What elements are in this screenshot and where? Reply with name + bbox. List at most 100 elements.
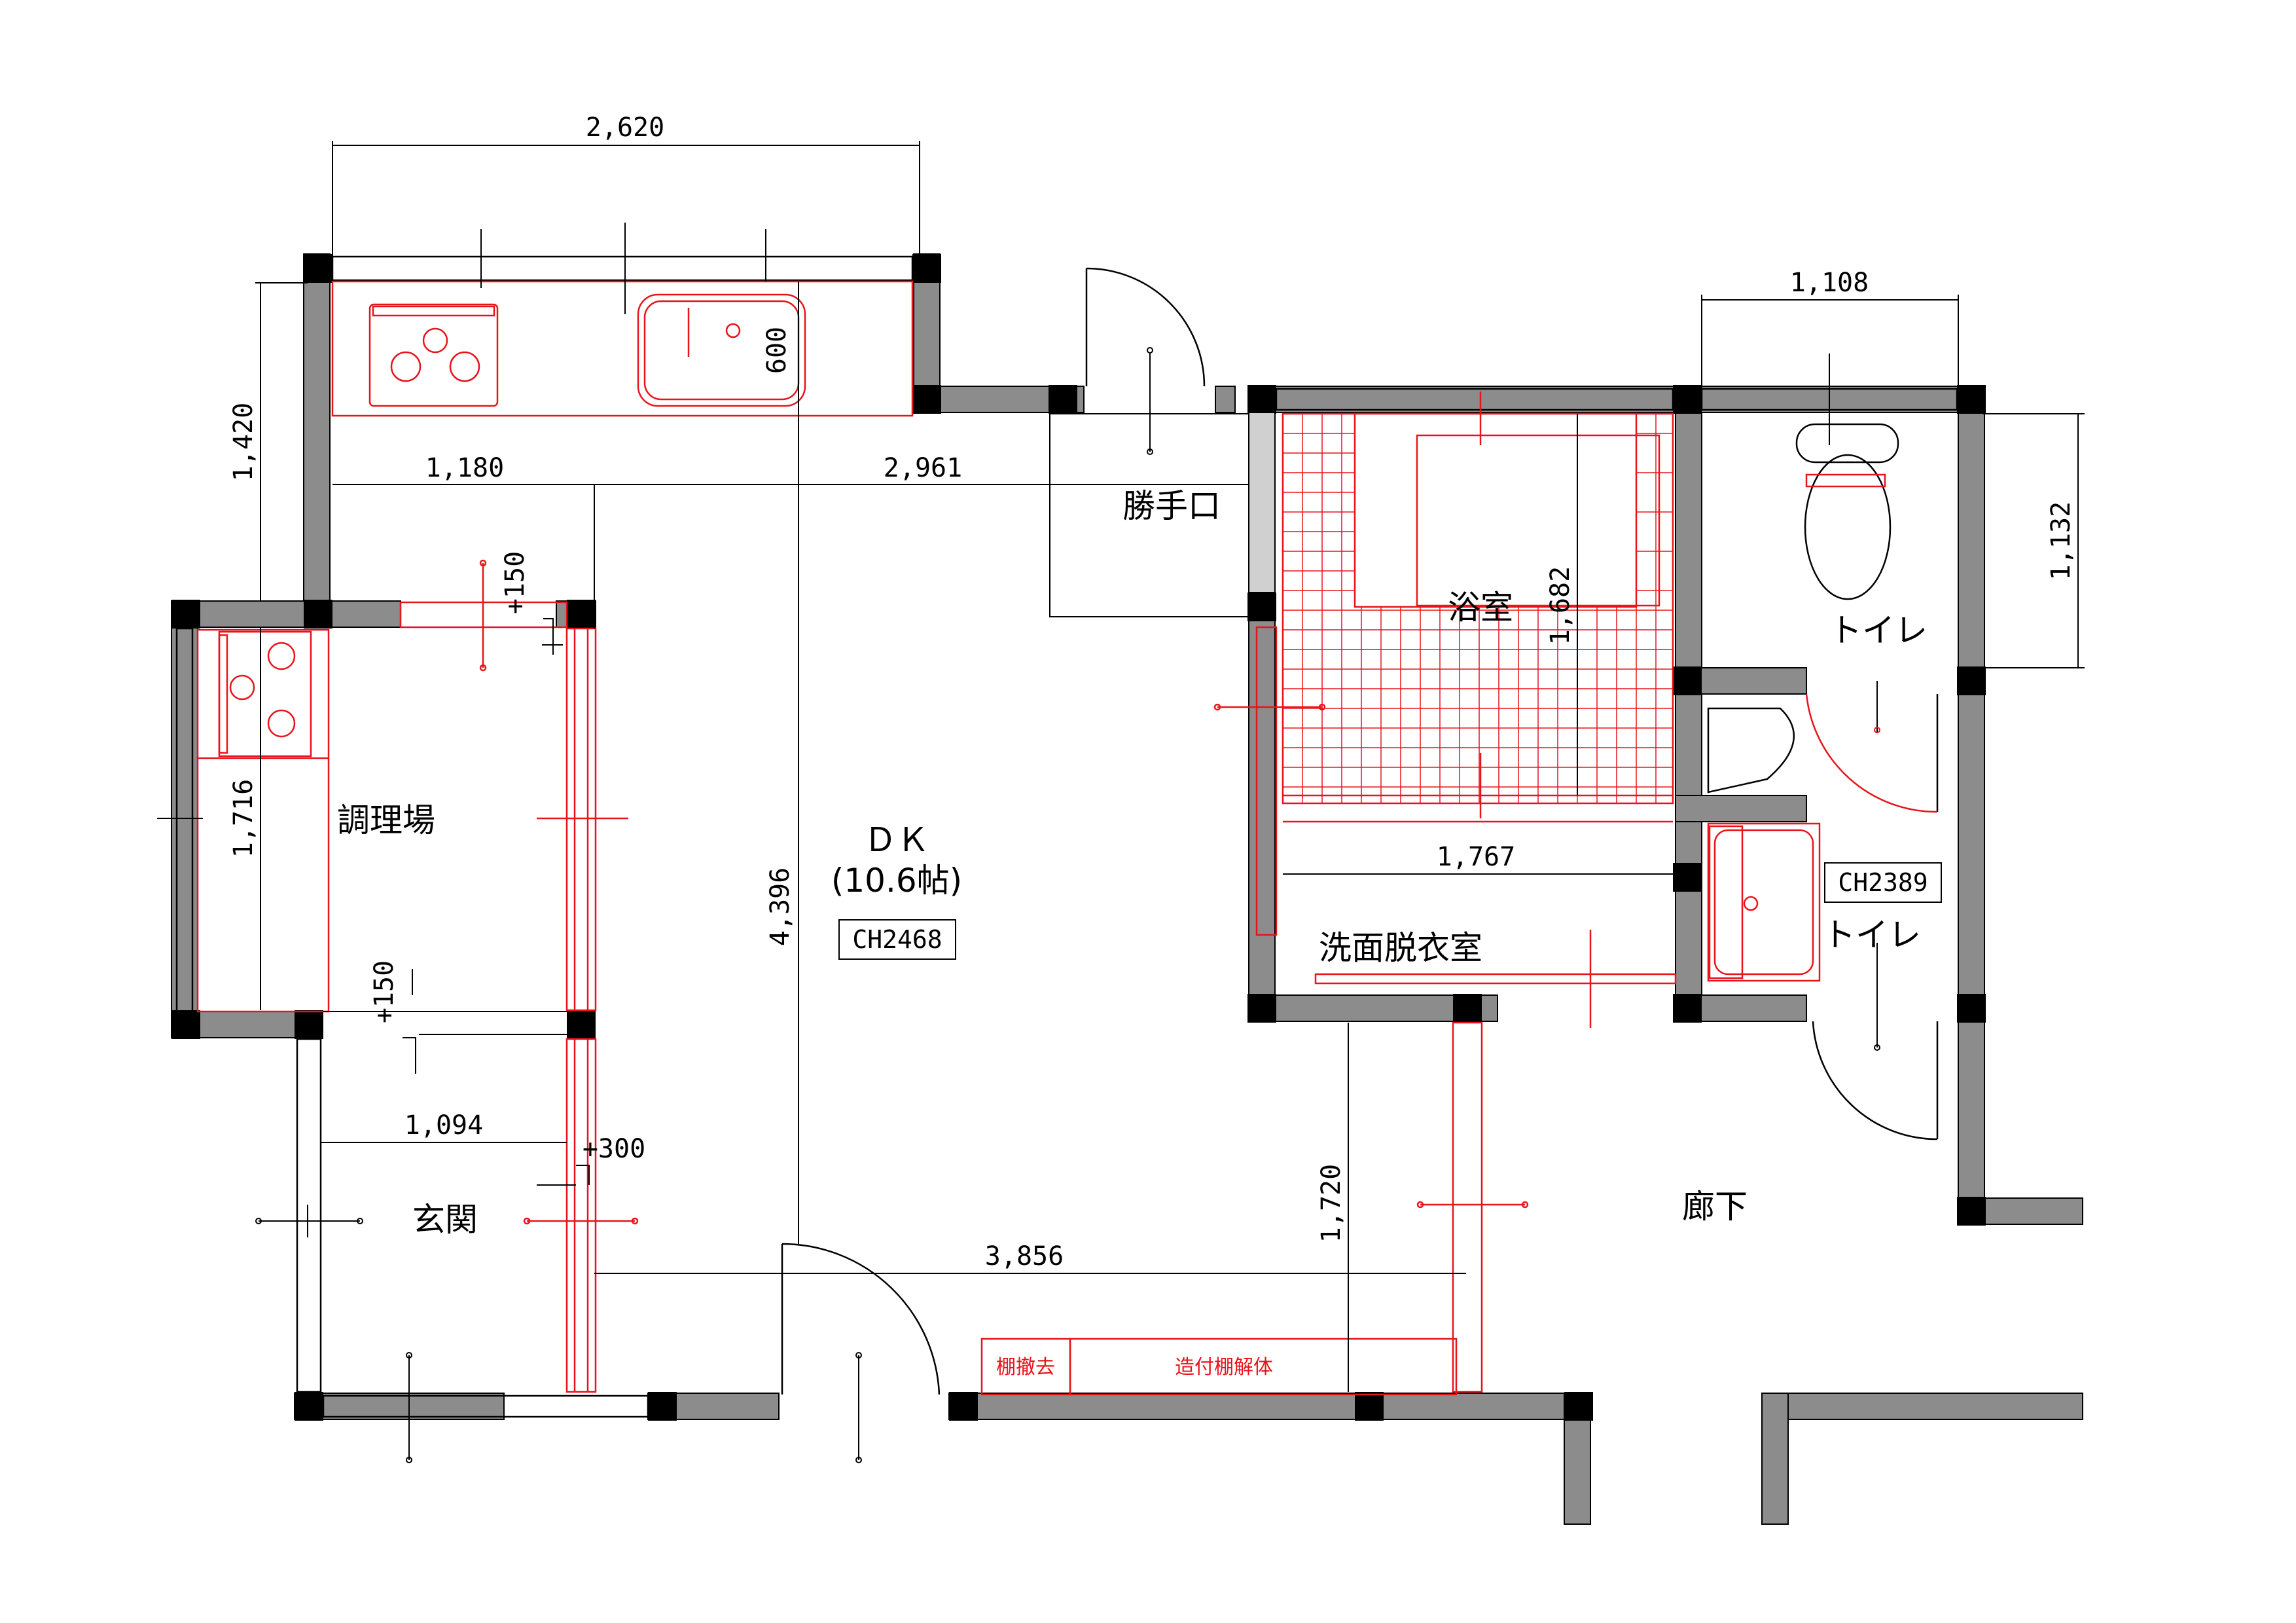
level-150-entrance: +150 — [369, 960, 399, 1023]
column — [1247, 994, 1276, 1023]
column — [949, 1392, 978, 1421]
dim-3856: 3,856 — [985, 1241, 1064, 1271]
wall-entrance-left — [296, 1038, 322, 1393]
shelf-demolish-label: 造付棚解体 — [1175, 1356, 1273, 1379]
wall-kitchen-left — [303, 253, 331, 615]
ref-dot — [1147, 347, 1153, 354]
stove-burner — [449, 351, 480, 382]
column — [295, 1010, 323, 1039]
level-150-kitchen: +150 — [500, 551, 530, 614]
marker-dot — [479, 664, 487, 672]
ref-dot — [1147, 448, 1153, 455]
room-service-door: 勝手口 — [1122, 487, 1221, 525]
dim-1716: 1,716 — [228, 779, 259, 858]
tag-toilet-box — [1824, 862, 1942, 903]
wall-bath-top — [1248, 386, 1688, 413]
washbasin-drain — [1743, 896, 1759, 911]
column — [1673, 385, 1702, 414]
washbasin — [1707, 822, 1821, 982]
marker-dot — [631, 1217, 639, 1225]
wash-counter — [1314, 973, 1677, 985]
column — [1957, 994, 1986, 1023]
wall-bottom-left — [294, 1393, 505, 1420]
column — [912, 254, 941, 283]
dim-2620: 2,620 — [586, 113, 664, 143]
ceiling-tags: CH2468 CH2389 — [838, 862, 1942, 960]
marker-dot — [1213, 703, 1221, 711]
marker-dot — [1521, 1201, 1529, 1209]
column — [567, 1010, 596, 1039]
room-bath: 浴室 — [1448, 589, 1513, 627]
room-dk: ＤＫ — [864, 821, 929, 859]
shelf-remove-label: 棚撤去 — [996, 1356, 1055, 1379]
bath-side-wall — [1255, 626, 1278, 936]
stove-top — [368, 303, 499, 407]
column — [1957, 666, 1986, 695]
reference-dots — [255, 347, 1880, 1463]
wall-bay-top — [171, 600, 401, 628]
room-labels: ＤＫ (10.6帖) 調理場 玄関 勝手口 浴室 洗面脱衣室 トイレ トイレ 廊… — [337, 487, 1928, 1239]
level-step-mark — [542, 618, 563, 655]
wall-bottom-far-drop — [1761, 1393, 1789, 1525]
bath-tiles — [1282, 392, 1674, 823]
marker-dot — [1318, 703, 1326, 711]
partition-wash-corridor — [1452, 1021, 1483, 1393]
ref-dot — [406, 1352, 412, 1359]
dim-1767: 1,767 — [1437, 842, 1515, 872]
wall-bottom-right — [948, 1393, 1591, 1420]
column — [1673, 994, 1702, 1023]
level-step-mark — [537, 1165, 590, 1186]
dim-2961: 2,961 — [884, 453, 962, 483]
ref-dot — [357, 1218, 363, 1224]
dim-600: 600 — [762, 327, 792, 374]
window-bay-left — [175, 627, 194, 1013]
toilet-door-lower-swing — [1812, 1021, 1938, 1140]
stove-burner — [422, 327, 448, 354]
kitchen-counter — [331, 280, 914, 417]
urinal-basin — [1707, 707, 1795, 793]
dim-1720: 1,720 — [1316, 1164, 1346, 1243]
room-corridor: 廊下 — [1682, 1188, 1748, 1226]
washbasin-edge — [1708, 825, 1744, 979]
dim-1682: 1,682 — [1545, 566, 1575, 645]
sink-drain — [725, 323, 741, 338]
column — [1453, 994, 1482, 1023]
ref-dot — [406, 1457, 412, 1463]
dim-1420: 1,420 — [228, 403, 259, 481]
dimension-labels: 2,620 1,420 600 1,180 2,961 1,108 1,132 … — [228, 113, 2076, 1271]
shelf-demolish-box — [1069, 1338, 1458, 1396]
marker-dot — [1416, 1201, 1424, 1209]
bay-burner — [267, 709, 296, 738]
stove-control — [372, 305, 495, 317]
toilet-controls — [1805, 473, 1886, 488]
column — [1247, 593, 1276, 621]
partition-entrance-dk — [565, 1038, 597, 1393]
column — [1673, 666, 1702, 695]
room-entrance: 玄関 — [412, 1201, 478, 1239]
column — [171, 1010, 200, 1039]
column — [171, 600, 200, 629]
dim-1180: 1,180 — [425, 453, 504, 483]
wall-bath-right — [1675, 386, 1702, 1022]
washbasin-inner — [1713, 829, 1814, 976]
wall-bottom-far-top — [1761, 1393, 2083, 1420]
bay-edge — [218, 634, 228, 754]
bathtub — [1354, 412, 1638, 608]
room-toilet-upper: トイレ — [1829, 611, 1928, 649]
dim-1108: 1,108 — [1790, 268, 1869, 298]
wall-toilet-mid2 — [1675, 795, 1807, 822]
column — [304, 600, 332, 629]
toilet-bowl — [1804, 454, 1892, 600]
wall-top-door-right — [1215, 386, 1236, 413]
dk-door-swing — [781, 1243, 941, 1395]
bath-strip — [1248, 412, 1276, 593]
column — [648, 1392, 677, 1421]
column — [1049, 385, 1077, 414]
service-door-swing — [1086, 267, 1206, 387]
marker-dot — [523, 1217, 531, 1225]
column — [304, 254, 332, 283]
bathtub-inner — [1416, 434, 1660, 607]
tag-dk-box — [838, 919, 956, 960]
openings — [175, 255, 1958, 1418]
